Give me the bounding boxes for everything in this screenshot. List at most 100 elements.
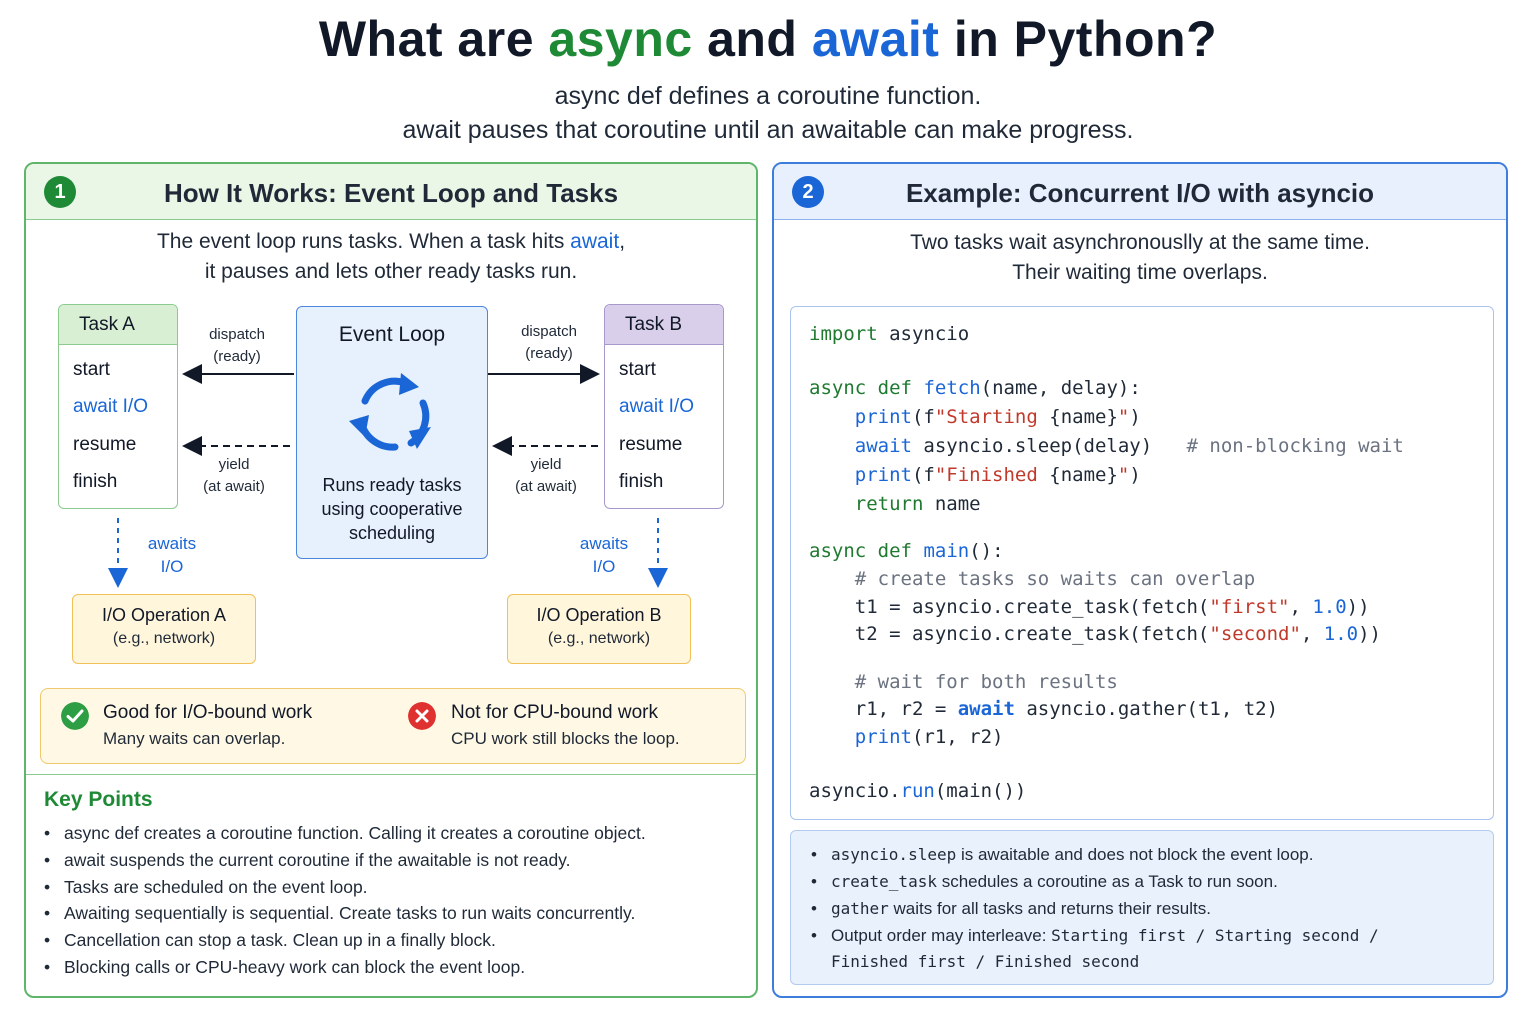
- left-intro-line1: The event loop runs tasks. When a task h…: [26, 230, 756, 254]
- check-circle-icon: [61, 702, 89, 730]
- code-str: ": [1117, 406, 1130, 428]
- task-a-step-finish: finish: [73, 471, 118, 492]
- code-str: "first": [1209, 596, 1290, 618]
- note-code: Starting first / Starting second /: [1051, 926, 1379, 945]
- io-operation-a-title: I/O Operation A: [101, 605, 227, 625]
- dispatch-label-right-line2: (ready): [525, 345, 573, 362]
- left-intro-text-b: ,: [619, 230, 626, 253]
- awaits-io-label-b: awaits I/O: [566, 532, 642, 578]
- awaits-io-label-b-line2: I/O: [592, 557, 616, 576]
- task-a-step-start: start: [73, 359, 110, 380]
- code-line-t1: t1 = asyncio.create_task(fetch("first", …: [809, 596, 1370, 618]
- note-item: Output order may interleave: Starting fi…: [811, 926, 1379, 946]
- left-intro-text-a: The event loop runs tasks. When a task h…: [156, 230, 571, 253]
- code-kw: import: [809, 323, 878, 345]
- event-loop-box: Event Loop Runs ready tasks using cooper…: [296, 306, 488, 559]
- code-str: "Starting: [934, 406, 1050, 428]
- key-points-title: Key Points: [44, 788, 153, 811]
- not-for-sub: CPU work still blocks the loop.: [451, 729, 680, 748]
- io-operation-a-sub: (e.g., network): [112, 630, 216, 647]
- io-operation-b: I/O Operation B (e.g., network): [507, 594, 691, 664]
- yield-label-left-line1: yield: [218, 456, 250, 473]
- key-point-item: Blocking calls or CPU-heavy work can blo…: [44, 954, 646, 981]
- code-text: (name, delay):: [980, 377, 1141, 399]
- awaits-io-label-b-line1: awaits: [579, 534, 629, 553]
- event-loop-title: Event Loop: [338, 323, 446, 346]
- note-item: create_task schedules a coroutine as a T…: [811, 872, 1278, 892]
- task-b-step-start: start: [619, 359, 656, 380]
- code-text: (r1, r2): [911, 726, 1004, 748]
- code-line-return: return name: [809, 493, 981, 515]
- title-part2: and: [692, 11, 812, 67]
- yield-label-right-line1: yield: [530, 456, 562, 473]
- good-for-sub: Many waits can overlap.: [103, 729, 286, 748]
- step-badge-2: 2: [792, 176, 824, 208]
- task-b-step-finish: finish: [619, 471, 664, 492]
- note-text: waits for all tasks and returns their re…: [888, 899, 1211, 918]
- event-loop-desc-line1: Runs ready tasks: [322, 475, 462, 495]
- code-kw: def: [877, 377, 912, 399]
- code-example-panel: 2 Example: Concurrent I/O with asyncio T…: [772, 162, 1508, 998]
- right-panel-title: Example: Concurrent I/O with asyncio: [905, 178, 1375, 208]
- left-intro-line2: it pauses and lets other ready tasks run…: [204, 260, 578, 283]
- code-text: ,: [1289, 596, 1313, 618]
- yield-label-right-line2: (at await): [515, 478, 577, 495]
- code-comment: # wait for both results: [854, 671, 1118, 693]
- note-code: asyncio.sleep: [831, 845, 957, 864]
- right-intro-line2: Their waiting time overlaps.: [1012, 261, 1268, 284]
- task-b-step-await: await I/O: [619, 396, 694, 417]
- page-title: What are async and await in Python?: [0, 10, 1536, 68]
- flow-arrows: [108, 364, 668, 588]
- yield-label-right: yield (at await): [498, 454, 594, 498]
- code-text: t2 = asyncio.create_task(fetch(: [854, 623, 1210, 645]
- key-points-divider: [26, 774, 756, 775]
- code-fn: fetch: [923, 377, 981, 399]
- code-text: asyncio.sleep(delay): [911, 435, 1153, 457]
- code-text: (f: [911, 406, 935, 428]
- code-kw: await: [854, 435, 912, 457]
- code-text: asyncio: [877, 323, 970, 345]
- dispatch-label-left: dispatch (ready): [192, 324, 282, 368]
- code-kw: await: [957, 698, 1015, 720]
- code-text: asyncio.: [809, 780, 901, 802]
- key-point-item: async def creates a coroutine function. …: [44, 820, 646, 847]
- code-line-comment-create: # create tasks so waits can overlap: [809, 568, 1255, 590]
- subtitle-line1: async def defines a coroutine function.: [554, 82, 982, 110]
- awaits-io-label-a: awaits I/O: [134, 532, 210, 578]
- note-text: schedules a coroutine as a Task to run s…: [936, 872, 1278, 891]
- right-intro-line1: Two tasks wait asynchronouslly at the sa…: [910, 231, 1370, 254]
- note-item: gather waits for all tasks and returns t…: [811, 899, 1211, 919]
- code-text: (main()): [934, 780, 1027, 802]
- task-a-step-await: await I/O: [73, 396, 148, 417]
- yield-label-left: yield (at await): [186, 454, 282, 498]
- code-kw: async: [809, 540, 867, 562]
- code-line-def-fetch: async def fetch(name, delay):: [809, 377, 1141, 399]
- key-point-item: Cancellation can stop a task. Clean up i…: [44, 927, 646, 954]
- left-panel-header: 1 How It Works: Event Loop and Tasks: [26, 164, 756, 220]
- code-text: r1, r2 =: [854, 698, 958, 720]
- note-code: create_task: [831, 872, 937, 891]
- key-points-list: async def creates a coroutine function. …: [44, 820, 646, 981]
- code-kw: def: [877, 540, 912, 562]
- code-text: name: [923, 493, 981, 515]
- code-kw: return: [854, 493, 924, 515]
- cycle-arrows-icon: [349, 373, 431, 451]
- code-fn: print: [854, 726, 912, 748]
- io-operation-a: I/O Operation A (e.g., network): [72, 594, 256, 664]
- key-point-item: Tasks are scheduled on the event loop.: [44, 874, 646, 901]
- event-loop-description: Runs ready tasks using cooperative sched…: [297, 473, 487, 545]
- awaits-io-label-a-line2: I/O: [160, 557, 184, 576]
- note-code: gather: [831, 899, 889, 918]
- title-part3: in Python?: [939, 11, 1218, 67]
- code-num: 1.0: [1312, 596, 1347, 618]
- code-block: import asyncio async def fetch(name, del…: [790, 306, 1494, 820]
- x-circle-icon: [408, 702, 436, 730]
- event-loop-desc-line2: using cooperative: [321, 499, 463, 519]
- left-intro-await: await: [570, 230, 620, 253]
- code-text: ): [1129, 464, 1141, 486]
- good-for-title: Good for I/O-bound work: [103, 702, 313, 723]
- dispatch-label-right-line1: dispatch: [521, 323, 577, 340]
- yield-label-left-line2: (at await): [203, 478, 265, 495]
- task-b-box: Task B start await I/O resume finish: [604, 304, 724, 509]
- code-text: (f: [911, 464, 935, 486]
